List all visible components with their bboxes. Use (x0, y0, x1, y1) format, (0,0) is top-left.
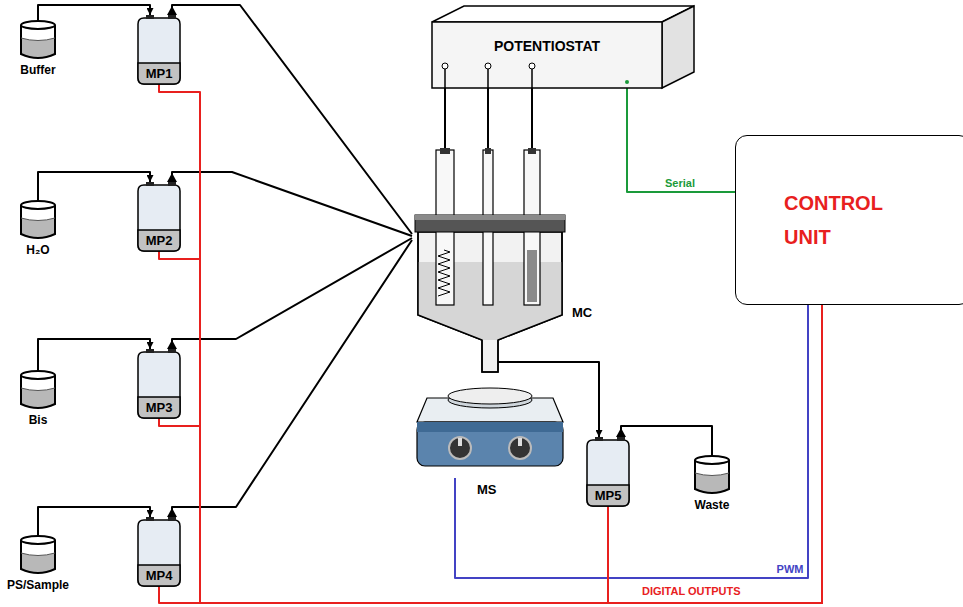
pump-label: MP1 (146, 66, 173, 81)
cell-label: MC (572, 305, 592, 320)
reservoir-label: H₂O (26, 243, 49, 257)
potentiostat-box: POTENTIOSTAT (432, 22, 662, 88)
micro-pump: MP4 (138, 520, 180, 586)
reservoir-beaker-outline (18, 370, 58, 410)
reservoir-beaker-outline (18, 535, 58, 575)
control-unit-box: CONTROL UNIT (735, 135, 963, 305)
reservoir-beaker: Bis (18, 370, 58, 410)
electrode-wire (444, 88, 446, 150)
micro-pump: MP5 (587, 440, 629, 506)
pump-label: MP5 (595, 488, 622, 503)
reservoir-label: Bis (29, 413, 48, 427)
controller-label: CONTROL UNIT (784, 186, 896, 254)
tube (621, 426, 712, 455)
tube (172, 5, 412, 234)
tube (172, 240, 412, 517)
tube (38, 339, 150, 370)
reservoir-beaker: H₂O (18, 200, 58, 240)
electrode-wire (531, 88, 533, 150)
pump-label: MP3 (146, 400, 173, 415)
reservoir-beaker-outline (18, 20, 58, 60)
pump-label: MP4 (146, 568, 173, 583)
digital-output-line (608, 305, 822, 603)
micro-pump: MP1 (138, 18, 180, 84)
tube (38, 172, 150, 200)
reservoir-label: Waste (695, 498, 730, 512)
magnetic-stirrer: MS (415, 378, 565, 478)
digital-output-line (159, 84, 822, 603)
reservoir-beaker: Waste (692, 455, 732, 495)
bus-label: DIGITAL OUTPUTS (640, 585, 743, 597)
reservoir-label: PS/Sample (7, 578, 69, 592)
measuring-cell: MC (412, 150, 568, 372)
reservoir-beaker-outline (692, 455, 732, 495)
stirrer-label: MS (477, 482, 497, 497)
potentiostat-box-outline (432, 22, 662, 88)
reservoir-beaker: PS/Sample (18, 535, 58, 575)
tube (172, 172, 412, 236)
reservoir-beaker: Buffer (18, 20, 58, 60)
pump-label: MP2 (146, 233, 173, 248)
serial-line (627, 88, 735, 192)
tube (568, 362, 599, 437)
micro-pump: MP3 (138, 352, 180, 418)
reservoir-label: Buffer (20, 63, 55, 77)
micro-pump: MP2 (138, 185, 180, 251)
serial-line-label: Serial (663, 177, 697, 189)
instrument-label: POTENTIOSTAT (494, 38, 600, 54)
reservoir-beaker-outline (18, 200, 58, 240)
magnetic-stirrer-outline (415, 378, 565, 478)
tube (38, 507, 150, 535)
tube (38, 5, 150, 20)
pwm-line-label: PWM (775, 563, 806, 575)
measuring-cell-outline (412, 150, 568, 372)
electrode-wire (487, 88, 489, 150)
